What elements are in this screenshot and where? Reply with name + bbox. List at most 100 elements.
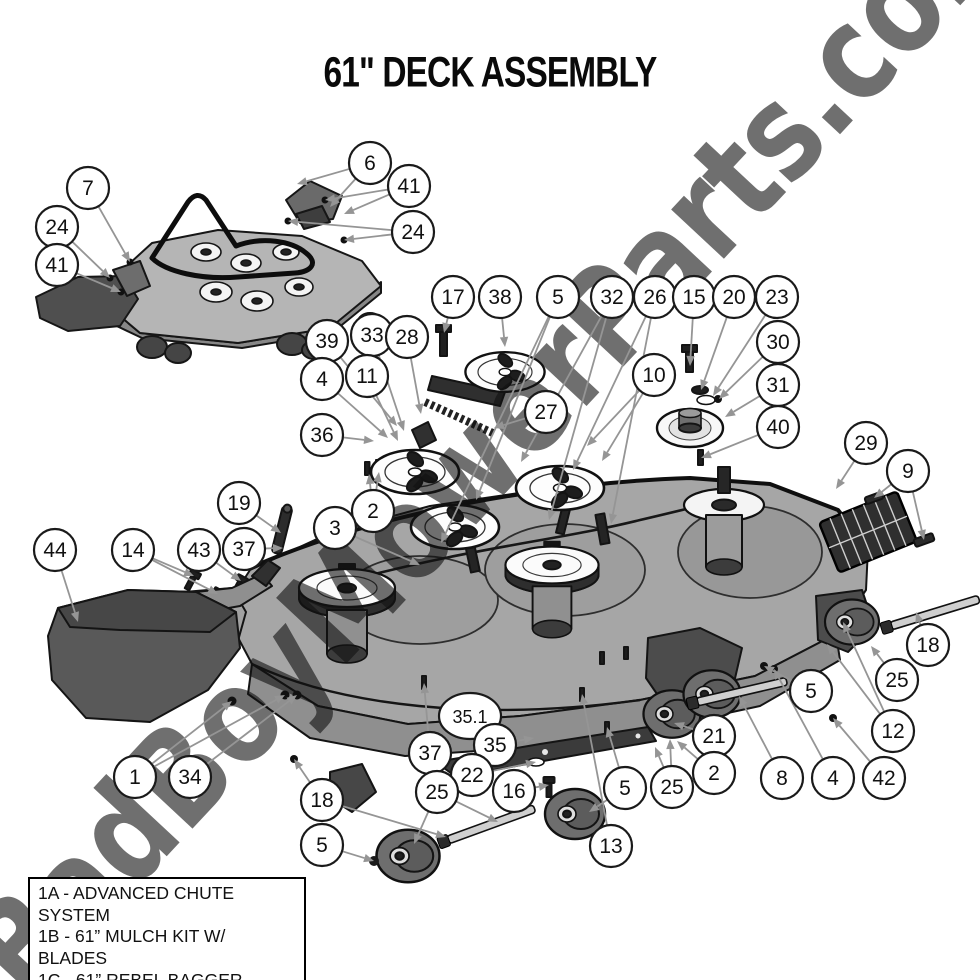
svg-text:4: 4	[316, 368, 328, 391]
callout-34: 34	[167, 754, 213, 800]
callout-36: 36	[299, 412, 345, 458]
svg-text:40: 40	[766, 416, 789, 439]
svg-text:39: 39	[315, 330, 338, 353]
callout-21: 21	[691, 713, 737, 759]
svg-text:5: 5	[805, 680, 817, 703]
page-title: 61" DECK ASSEMBLY	[323, 49, 658, 97]
svg-text:17: 17	[441, 286, 464, 309]
callout-22: 22	[449, 752, 495, 798]
svg-text:31: 31	[766, 374, 789, 397]
callout-8: 8	[759, 755, 805, 801]
callout-44: 44	[32, 527, 78, 573]
svg-text:22: 22	[460, 764, 483, 787]
callout-23: 23	[754, 274, 800, 320]
callout-4: 4	[810, 755, 856, 801]
callout-41: 41	[34, 242, 80, 288]
callout-11: 11	[344, 353, 390, 399]
svg-text:2: 2	[708, 762, 720, 785]
callout-26: 26	[632, 274, 678, 320]
callout-5: 5	[788, 668, 834, 714]
svg-text:18: 18	[916, 634, 939, 657]
callout-7: 7	[65, 165, 111, 211]
callout-28: 28	[384, 314, 430, 360]
svg-text:37: 37	[232, 538, 255, 561]
callout-12: 12	[870, 708, 916, 754]
svg-text:35.1: 35.1	[452, 707, 487, 727]
svg-text:41: 41	[397, 175, 420, 198]
callout-17: 17	[430, 274, 476, 320]
callout-25: 25	[649, 764, 695, 810]
callout-20: 20	[711, 274, 757, 320]
svg-text:36: 36	[310, 424, 333, 447]
svg-text:29: 29	[854, 432, 877, 455]
callout-24: 24	[34, 204, 80, 250]
svg-text:21: 21	[702, 725, 725, 748]
svg-text:25: 25	[425, 781, 448, 804]
callout-35: 35	[472, 722, 518, 768]
svg-text:44: 44	[43, 539, 67, 562]
callout-29: 29	[843, 420, 889, 466]
callout-31: 31	[755, 362, 801, 408]
svg-text:8: 8	[776, 767, 788, 790]
svg-text:13: 13	[599, 835, 622, 858]
callout-5: 5	[602, 765, 648, 811]
svg-text:30: 30	[766, 331, 789, 354]
callout-16: 16	[491, 768, 537, 814]
svg-text:20: 20	[722, 286, 745, 309]
svg-text:5: 5	[316, 834, 328, 857]
callout-37: 37	[221, 526, 267, 572]
callout-37: 37	[407, 730, 453, 776]
callout-18: 18	[299, 777, 345, 823]
callout-9: 9	[885, 448, 931, 494]
svg-text:23: 23	[765, 286, 788, 309]
callout-5: 5	[299, 822, 345, 868]
svg-text:6: 6	[364, 152, 376, 175]
callout-2: 2	[691, 750, 737, 796]
callout-33: 33	[349, 312, 395, 358]
callout-18: 18	[905, 622, 951, 668]
callout-30: 30	[755, 319, 801, 365]
svg-text:16: 16	[502, 780, 525, 803]
svg-text:37: 37	[418, 742, 441, 765]
svg-text:34: 34	[178, 766, 202, 789]
callout-13: 13	[588, 823, 634, 869]
svg-text:14: 14	[121, 539, 145, 562]
callout-4: 4	[299, 356, 345, 402]
callout-25: 25	[874, 657, 920, 703]
legend-line-1b: 1B - 61” MULCH KIT W/ BLADES	[38, 926, 226, 969]
svg-text:11: 11	[356, 365, 378, 388]
callout-10: 10	[631, 352, 677, 398]
svg-text:42: 42	[872, 767, 895, 790]
callout-24: 24	[390, 209, 436, 255]
legend-line-1a: 1A - ADVANCED CHUTE SYSTEM	[38, 883, 235, 925]
svg-text:26: 26	[643, 286, 666, 309]
svg-text:2: 2	[367, 500, 379, 523]
svg-text:5: 5	[552, 286, 564, 309]
callout-25: 25	[414, 769, 460, 815]
svg-text:1: 1	[129, 766, 141, 789]
callout-40: 40	[755, 404, 801, 450]
svg-text:25: 25	[885, 669, 908, 692]
svg-text:4: 4	[827, 767, 839, 790]
callout-1: 1	[112, 754, 158, 800]
svg-text:33: 33	[360, 324, 383, 347]
callout-15: 15	[671, 274, 717, 320]
callout-38: 38	[477, 274, 523, 320]
main-deck-drawing	[47, 324, 980, 884]
callout-39: 39	[304, 318, 350, 364]
svg-text:24: 24	[401, 221, 425, 244]
callout-6: 6	[347, 140, 393, 186]
legend-line-1c: 1C - 61” REBEL BAGGER	[38, 969, 243, 980]
svg-text:41: 41	[45, 254, 68, 277]
svg-text:7: 7	[82, 177, 94, 200]
callout-32: 32	[589, 274, 635, 320]
callout-2: 2	[350, 488, 396, 534]
callout-43: 43	[176, 527, 222, 573]
svg-text:32: 32	[600, 286, 623, 309]
callout-3: 3	[312, 505, 358, 551]
callout-42: 42	[861, 755, 907, 801]
